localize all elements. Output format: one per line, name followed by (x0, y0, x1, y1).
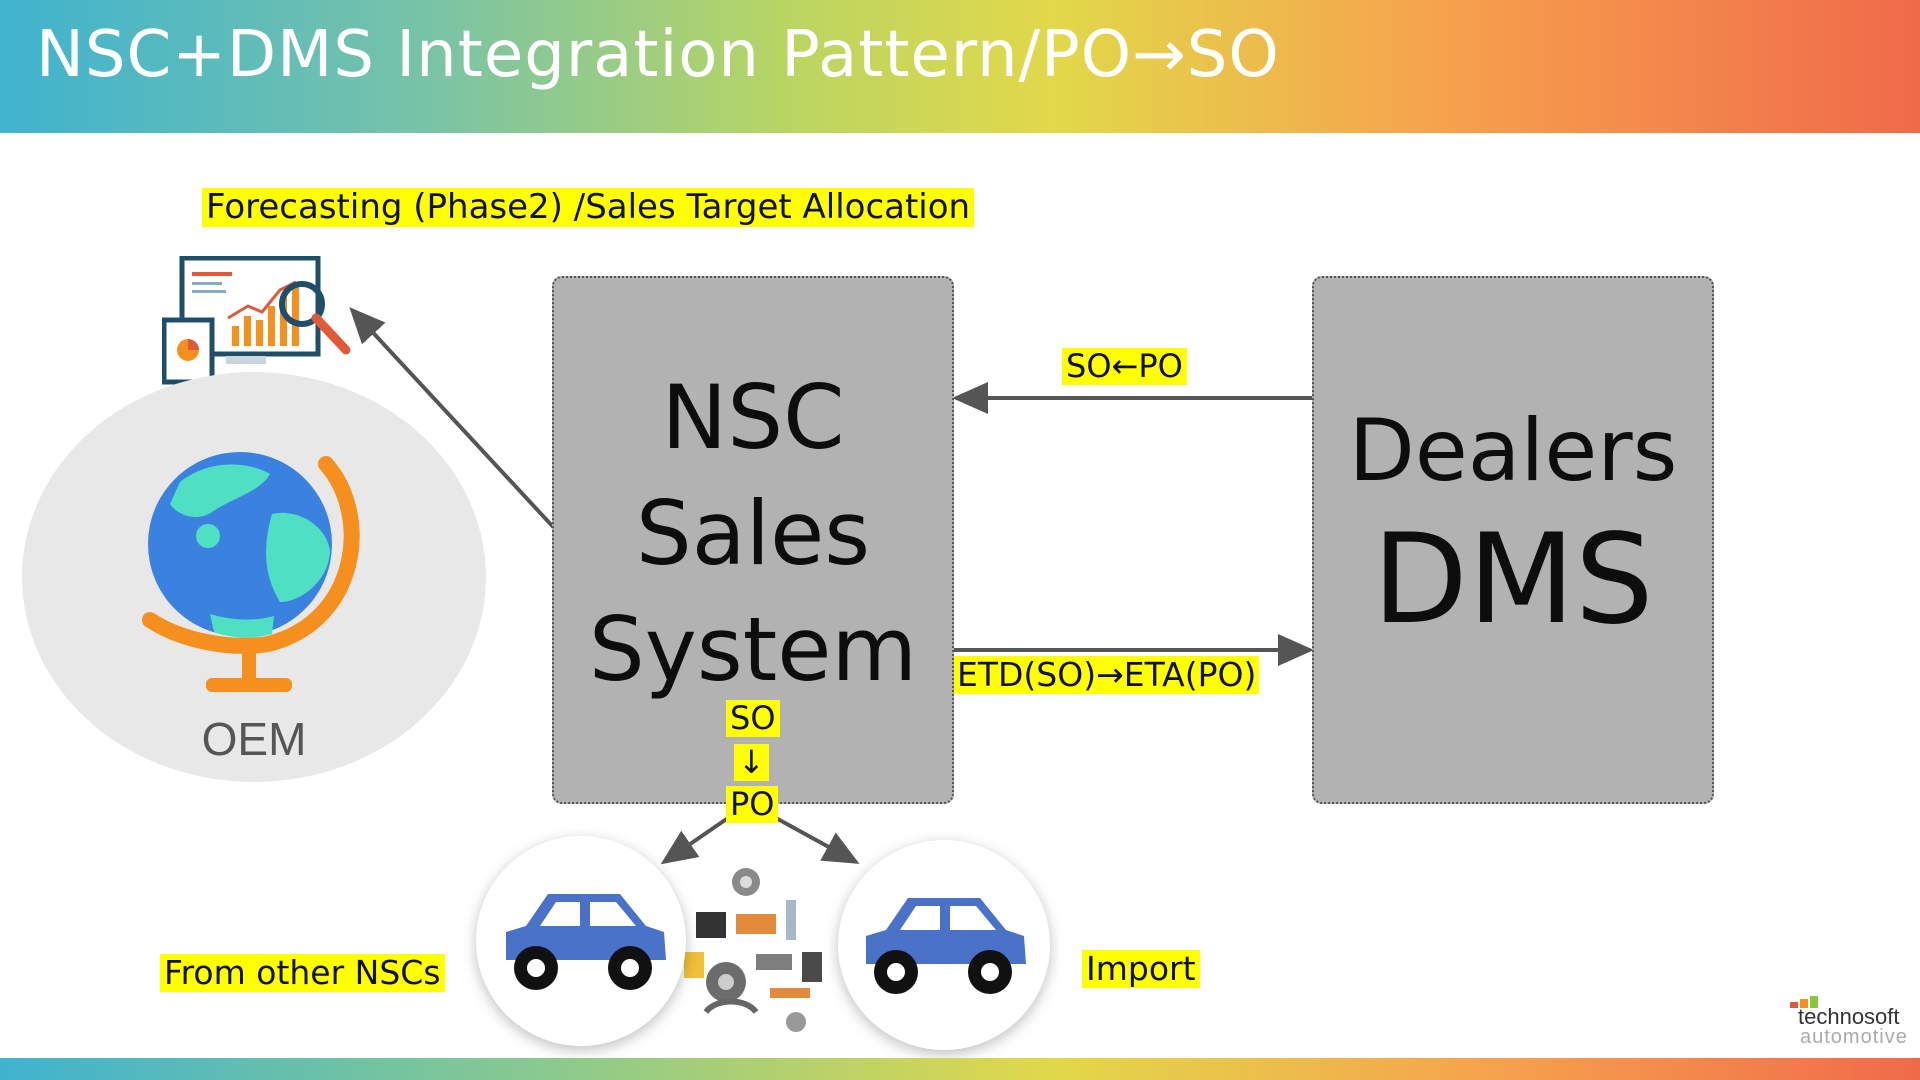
so-po-top-label: SO←PO (1062, 348, 1187, 385)
oem-label: OEM (201, 713, 307, 765)
nsc-box-line1: NSC (661, 366, 845, 469)
car-icon-left (506, 894, 666, 990)
dealers-dms-box: Dealers DMS (1312, 276, 1714, 804)
po-label: PO (726, 786, 779, 823)
logo-text: technosoft (1798, 1004, 1900, 1029)
down-arrow-label: ↓ (734, 744, 769, 781)
import-label: Import (1082, 950, 1200, 988)
from-other-nscs-label: From other NSCs (160, 954, 445, 992)
nsc-box-line3: System (588, 598, 918, 701)
header-banner: NSC+DMS Integration Pattern/PO→SO (0, 0, 1920, 133)
so-label: SO (726, 700, 780, 737)
analytics-dashboard-icon (162, 256, 351, 385)
dealers-box-line2: DMS (1372, 508, 1654, 652)
car-icon-right (866, 898, 1026, 994)
etd-eta-label: ETD(SO)→ETA(PO) (954, 656, 1260, 694)
forecast-label: Forecasting (Phase2) /Sales Target Alloc… (202, 187, 975, 228)
globe-icon (142, 452, 360, 692)
auto-parts-icon (684, 868, 822, 1032)
dealers-box-line1: Dealers (1348, 401, 1678, 501)
technosoft-logo-icon (1790, 996, 1818, 1008)
nsc-box-line2: Sales (635, 482, 871, 585)
page-title: NSC+DMS Integration Pattern/PO→SO (36, 18, 1280, 92)
footer-bar (0, 1058, 1920, 1080)
logo-subtext: automotive (1800, 1026, 1908, 1048)
